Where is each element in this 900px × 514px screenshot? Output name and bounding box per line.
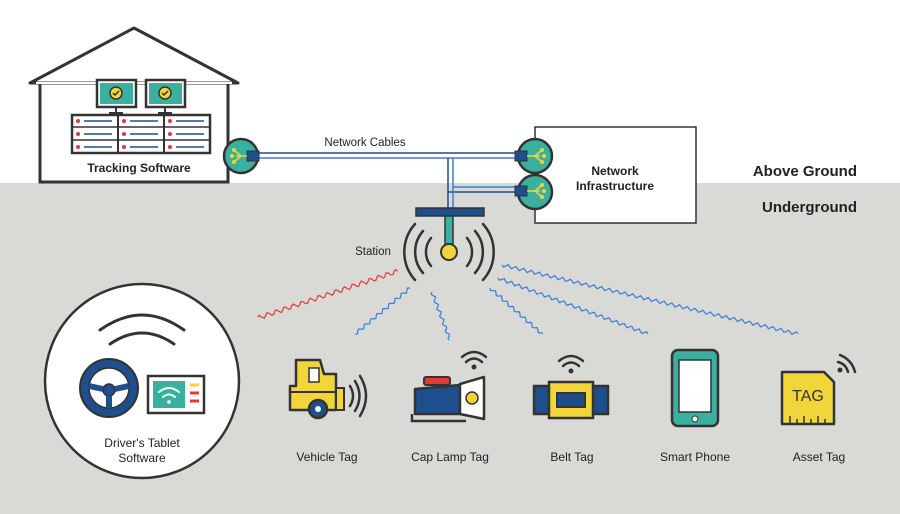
monitor-icon: [95, 78, 138, 114]
cap-lamp-wifi-icon: [460, 350, 488, 364]
cap-lamp-tag-icon: [410, 375, 486, 423]
asset-tag-text: TAG: [792, 388, 824, 405]
signal-to-smart-phone: [497, 277, 649, 335]
monitor-icon: [144, 78, 187, 114]
asset-tag-wifi-dot: [837, 367, 843, 373]
tablet-wifi-icon: [98, 313, 186, 346]
steering-wheel-icon: [79, 358, 139, 418]
network-port-icon: [514, 173, 554, 211]
network-port-icon: [514, 137, 554, 175]
network-infrastructure-label: Infrastructure: [576, 179, 654, 193]
station-signal-icon: [403, 222, 495, 282]
wireless-signal-lines: [257, 264, 799, 341]
tablet-device-icon: [146, 374, 206, 415]
asset-tag-label: Asset Tag: [793, 450, 845, 464]
belt-wifi-icon: [557, 354, 585, 368]
belt-tag-icon: [532, 380, 610, 420]
vehicle-signal-icon: [348, 374, 368, 418]
signal-to-belt-tag: [489, 287, 544, 334]
above-ground-label: Above Ground: [753, 163, 857, 180]
signal-to-cap-lamp-tag: [430, 291, 451, 341]
network-port-icon: [222, 137, 260, 175]
vehicle-tag-icon: [288, 358, 345, 420]
signal-to-tablet: [257, 268, 399, 319]
network-cables-label: Network Cables: [324, 137, 405, 149]
smart-phone-icon: [670, 348, 720, 428]
vehicle-tag-label: Vehicle Tag: [296, 450, 357, 464]
asset-tag-icon: TAG: [780, 370, 836, 426]
underground-label: Underground: [762, 199, 857, 216]
cap-lamp-tag-label: Cap Lamp Tag: [411, 450, 489, 464]
asset-tag-wifi-icon: [836, 353, 857, 374]
drivers-tablet-circle: [43, 282, 241, 480]
signal-to-vehicle-tag: [355, 287, 411, 335]
station-icon: [415, 207, 485, 261]
smart-phone-label: Smart Phone: [660, 450, 730, 464]
belt-tag-label: Belt Tag: [550, 450, 593, 464]
belt-wifi-dot: [568, 368, 574, 374]
station-label: Station: [355, 246, 391, 258]
drivers-tablet-label: Driver's Tablet: [104, 436, 180, 450]
network-infrastructure-label: Network: [591, 164, 639, 178]
drivers-tablet-label: Software: [118, 451, 166, 465]
network-infrastructure-box: [534, 126, 697, 224]
tracking-software-label: Tracking Software: [87, 161, 191, 175]
signal-to-asset-tag: [501, 264, 799, 335]
cap-lamp-wifi-dot: [471, 364, 477, 370]
server-rack-icon: [70, 113, 212, 155]
network-cables: [256, 152, 518, 210]
